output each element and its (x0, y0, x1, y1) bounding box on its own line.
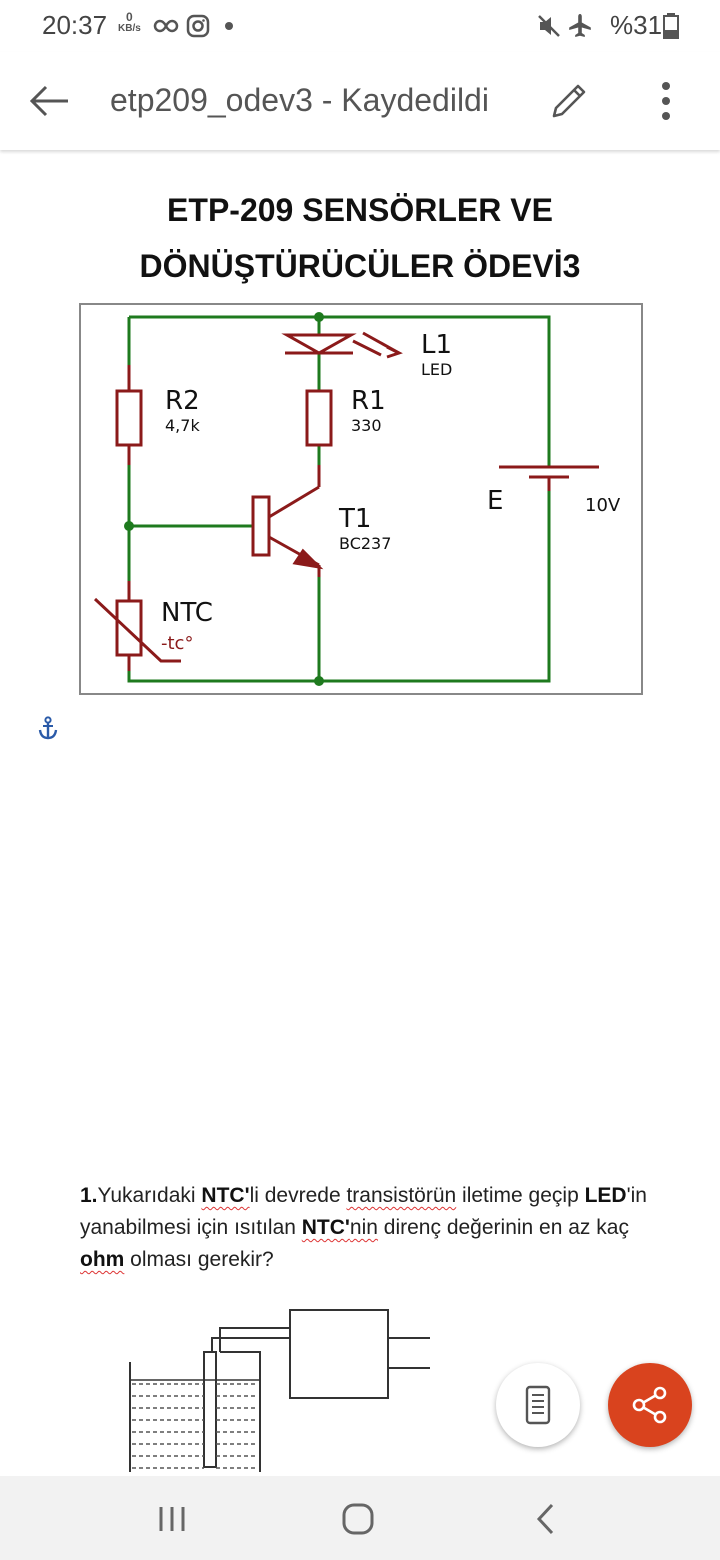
home-icon[interactable] (340, 1502, 376, 1536)
circuit-diagram: L1 LED R2 4,7k R1 330 E 10V T1 BC237 NTC… (79, 303, 643, 695)
network-speed: 0 KB/s (118, 10, 141, 34)
mute-icon (538, 15, 560, 37)
l1-value: LED (421, 360, 452, 379)
question-1: 1.Yukarıdaki NTC'li devrede transistörün… (80, 1184, 647, 1271)
status-time: 20:37 (42, 10, 108, 40)
back-nav-icon[interactable] (534, 1502, 558, 1536)
tank-diagram (129, 1309, 430, 1472)
infinity-icon (153, 19, 179, 33)
r2-label: R2 (165, 386, 200, 416)
r1-value: 330 (351, 416, 382, 435)
notification-dot-icon (225, 22, 233, 30)
back-icon[interactable] (28, 84, 70, 118)
app-bar: etp209_odev3 - Kaydedildi (0, 52, 720, 150)
share-icon (632, 1386, 667, 1424)
t1-value: BC237 (339, 534, 391, 553)
airplane-mode-icon (569, 14, 591, 37)
r2-value: 4,7k (165, 416, 200, 435)
e-value: 10V (585, 495, 621, 516)
more-vert-icon[interactable] (656, 80, 676, 122)
pencil-icon[interactable] (548, 80, 590, 122)
e-label: E (487, 486, 503, 516)
status-bar: 20:37 0 KB/s %31 (0, 0, 720, 52)
instagram-icon (186, 14, 210, 38)
ntc-value: -tc° (161, 633, 193, 654)
r1-label: R1 (351, 386, 386, 416)
share-button[interactable] (608, 1363, 692, 1447)
recents-icon[interactable] (156, 1504, 188, 1534)
l1-label: L1 (421, 330, 452, 360)
document-content[interactable]: ETP-209 SENSÖRLER VE DÖNÜŞTÜRÜCÜLER ÖDEV… (0, 152, 720, 1472)
document-title: etp209_odev3 - Kaydedildi (110, 82, 489, 118)
anchor-icon[interactable] (37, 716, 59, 740)
ntc-label: NTC (161, 598, 213, 628)
battery-percent: %31 (610, 10, 663, 40)
reader-mode-icon (525, 1385, 551, 1425)
battery-icon (663, 13, 679, 39)
system-nav-bar (0, 1476, 720, 1560)
t1-label: T1 (338, 504, 371, 534)
reader-mode-button[interactable] (496, 1363, 580, 1447)
document-heading: ETP-209 SENSÖRLER VE DÖNÜŞTÜRÜCÜLER ÖDEV… (139, 192, 581, 284)
